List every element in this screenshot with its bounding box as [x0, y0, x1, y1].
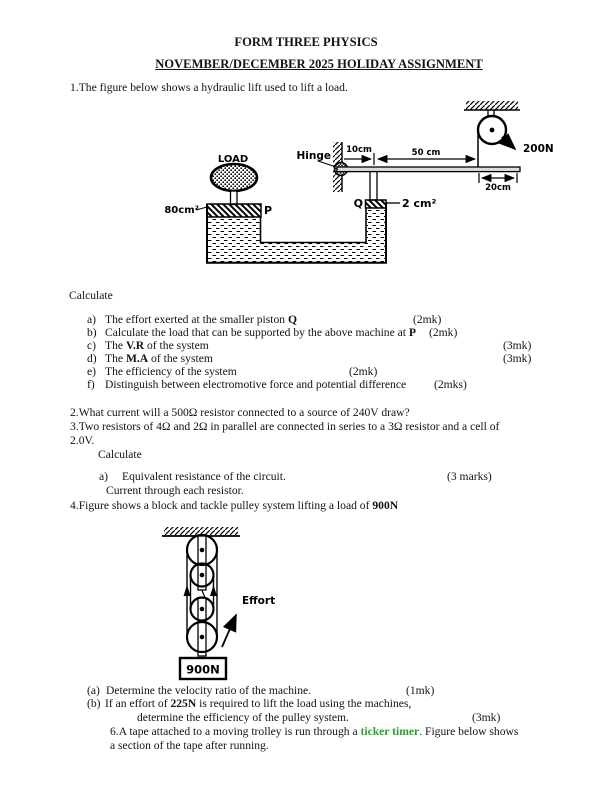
dim-50cm: 50 cm — [376, 148, 477, 164]
pulley-bottom-small — [189, 596, 215, 622]
q1-item-b: b) Calculate the load that can be suppor… — [0, 326, 612, 341]
item-text: The M.A of the system — [105, 352, 213, 365]
q3-calculate-label: Calculate — [98, 448, 142, 461]
pulley-system-diagram: Effort 900N — [162, 527, 275, 681]
q1-item-f: f) Distinguish between electromotive for… — [0, 378, 612, 393]
item-marker: f) — [87, 378, 95, 391]
hydraulic-lift-diagram: 200N Hinge 10cm 50 cm 20cm — [164, 101, 554, 264]
q3-text-2: 2.0V. — [70, 434, 95, 447]
load-900n-label: 900N — [186, 663, 220, 677]
q1-calculate-label: Calculate — [69, 289, 113, 302]
dim-10cm: 10cm — [344, 145, 375, 165]
pulley-top-large — [185, 533, 219, 567]
item-marker: d) — [87, 352, 97, 365]
item-text: Equivalent resistance of the circuit. — [122, 470, 286, 483]
ticker-timer-highlight: ticker timer — [360, 725, 420, 738]
item-marker: (b) — [87, 697, 101, 710]
pulley-bottom-large — [185, 620, 219, 654]
piston-q — [364, 199, 387, 209]
item-text: The efficiency of the system — [105, 365, 237, 378]
q1-calculate-line: Calculate — [0, 289, 612, 304]
q4-item-b-line2: determine the efficiency of the pulley s… — [0, 711, 612, 726]
dim-50cm-label: 50 cm — [412, 148, 441, 158]
q1-item-a: a) The effort exerted at the smaller pis… — [0, 313, 612, 328]
area-q-label: 2 cm² — [402, 197, 436, 210]
q1-item-c: c) The V.R of the system (3mk) — [0, 339, 612, 354]
load-label: LOAD — [218, 154, 248, 165]
item-marks: (1mk) — [406, 684, 435, 697]
q6-line2: a section of the tape after running. — [0, 739, 612, 754]
q3-calculate-line: Calculate — [0, 448, 612, 463]
q1-item-e: e) The efficiency of the system (2mk) — [0, 365, 612, 380]
item-marker: a) — [87, 313, 97, 326]
item-marks: (3mk) — [503, 339, 532, 352]
item-text: If an effort of 225N is required to lift… — [105, 697, 412, 710]
hinge-pointer-line — [317, 160, 337, 168]
q1-intro-line: 1.The figure below shows a hydraulic lif… — [0, 81, 612, 96]
q4-item-b-line1: (b) If an effort of 225N is required to … — [0, 697, 612, 712]
effort-arrow — [221, 613, 237, 648]
item-marks: (3mk) — [503, 352, 532, 365]
item-marks: (2mks) — [434, 378, 467, 391]
dim-10cm-label: 10cm — [346, 145, 372, 155]
item-marks: (3 marks) — [447, 470, 492, 483]
item-marker: a) — [99, 470, 109, 483]
q3-line1: 3.Two resistors of 4Ω and 2Ω in parallel… — [0, 420, 612, 435]
q3-item-b: Current through each resistor. — [0, 484, 612, 499]
item-marker: b) — [87, 326, 97, 339]
pulley-top-small — [189, 562, 215, 588]
doc-title: FORM THREE PHYSICS — [234, 35, 378, 49]
item-marker: (a) — [87, 684, 100, 697]
item-text: determine the efficiency of the pulley s… — [137, 711, 349, 724]
piston-p-label: P — [264, 204, 272, 217]
q3-item-a: a) Equivalent resistance of the circuit.… — [0, 470, 612, 485]
q6-text-1: 6.A tape attached to a moving trolley is… — [110, 725, 519, 738]
dim-20cm: 20cm — [478, 173, 518, 193]
q2-text: 2.What current will a 500Ω resistor conn… — [70, 406, 410, 419]
q4-intro: 4.Figure shows a block and tackle pulley… — [70, 499, 399, 512]
item-marks: (2mk) — [413, 313, 442, 326]
q1-intro: 1.The figure below shows a hydraulic lif… — [70, 81, 348, 94]
q4-intro-line: 4.Figure shows a block and tackle pulley… — [0, 499, 612, 514]
item-text: The effort exerted at the smaller piston… — [105, 313, 297, 326]
ceiling-hatch — [464, 101, 520, 111]
item-text: The V.R of the system — [105, 339, 209, 352]
item-marker: e) — [87, 365, 97, 378]
piston-p-rod — [229, 190, 238, 206]
q4-item-a: (a) Determine the velocity ratio of the … — [0, 684, 612, 699]
vessel-outline-outer — [206, 203, 387, 264]
pulley-icon — [476, 110, 508, 146]
item-marks: (2mk) — [429, 326, 458, 339]
piston-q-label: Q — [354, 197, 363, 210]
item-marker: c) — [87, 339, 97, 352]
force-arrow — [498, 133, 517, 151]
vessel-outline-inner — [259, 208, 367, 244]
area-p-pointer — [195, 206, 208, 211]
area-p-label: 80cm² — [164, 205, 199, 216]
q3-text-1: 3.Two resistors of 4Ω and 2Ω in parallel… — [70, 420, 500, 433]
q1-item-d: d) The M.A of the system (3mk) — [0, 352, 612, 367]
effort-label: Effort — [242, 595, 275, 607]
q6-text-2: a section of the tape after running. — [110, 739, 269, 752]
q3-line2: 2.0V. — [0, 434, 612, 449]
hinge-label: Hinge — [297, 150, 332, 162]
q2-line: 2.What current will a 500Ω resistor conn… — [0, 406, 612, 421]
item-text: Calculate the load that can be supported… — [105, 326, 416, 339]
item-marks: (3mk) — [472, 711, 501, 724]
q6-line1: 6.A tape attached to a moving trolley is… — [0, 725, 612, 740]
item-marks: (2mk) — [349, 365, 378, 378]
load-blob — [209, 162, 259, 193]
doc-subtitle: NOVEMBER/DECEMBER 2025 HOLIDAY ASSIGNMEN… — [155, 57, 483, 71]
lever-bar — [336, 166, 521, 173]
force-200n-label: 200N — [523, 143, 554, 155]
item-text: Current through each resistor. — [106, 484, 244, 497]
piston-q-rod — [369, 170, 378, 201]
item-text: Determine the velocity ratio of the mach… — [106, 684, 312, 697]
liquid — [208, 208, 385, 262]
load-box — [178, 656, 228, 681]
item-text: Distinguish between electromotive force … — [105, 378, 407, 391]
dim-20cm-label: 20cm — [485, 183, 511, 193]
piston-p — [206, 203, 262, 218]
